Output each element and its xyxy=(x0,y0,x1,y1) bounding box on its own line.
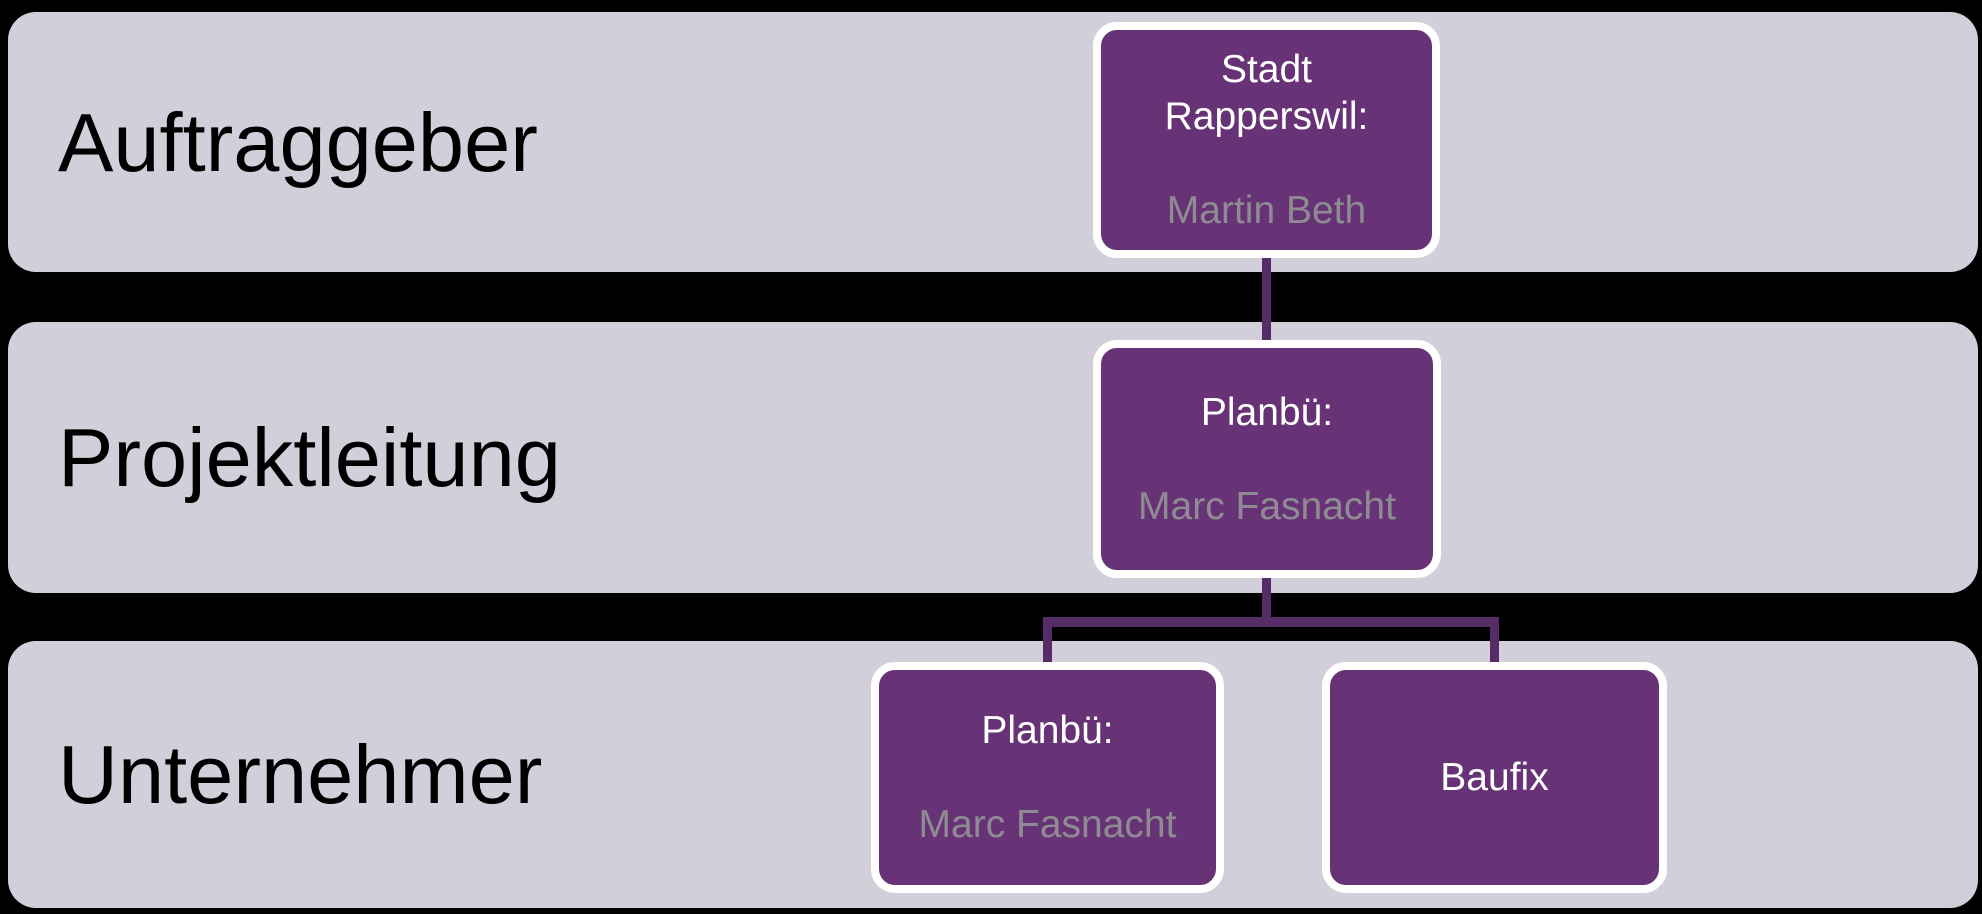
node-planbu-unternehmer: Planbü: Marc Fasnacht xyxy=(871,662,1224,893)
node-title-line: Baufix xyxy=(1440,756,1549,799)
node-title-line: Stadt xyxy=(1220,48,1313,91)
connector-projektleitung-stub xyxy=(1262,574,1271,624)
node-line-spacer xyxy=(1262,436,1273,483)
node-person-name: Martin Beth xyxy=(1166,189,1367,232)
connector-root-to-projektleitung xyxy=(1262,256,1271,344)
node-title-line: Planbü: xyxy=(1200,390,1334,434)
band-label-auftraggeber: Auftraggeber xyxy=(58,95,538,189)
node-title-line: Rapperswil: xyxy=(1164,95,1369,138)
node-title-line: Planbü: xyxy=(981,709,1114,752)
band-label-projektleitung: Projektleitung xyxy=(58,411,561,504)
connector-drop-to-planbu xyxy=(1043,617,1052,666)
node-stadt-rapperswil: Stadt Rapperswil: Martin Beth xyxy=(1093,22,1440,258)
node-line-spacer xyxy=(1042,754,1053,801)
node-person-name: Marc Fasnacht xyxy=(918,803,1177,846)
band-label-unternehmer: Unternehmer xyxy=(58,728,543,821)
connector-branch-horizontal xyxy=(1043,617,1499,627)
node-person-name: Marc Fasnacht xyxy=(1138,484,1396,528)
node-line-spacer xyxy=(1261,140,1272,187)
connector-drop-to-baufix xyxy=(1490,617,1499,666)
node-planbu-projektleitung: Planbü: Marc Fasnacht xyxy=(1093,340,1441,578)
band-auftraggeber: Auftraggeber xyxy=(8,12,1978,272)
band-projektleitung: Projektleitung xyxy=(8,322,1978,593)
node-baufix: Baufix xyxy=(1322,662,1667,893)
